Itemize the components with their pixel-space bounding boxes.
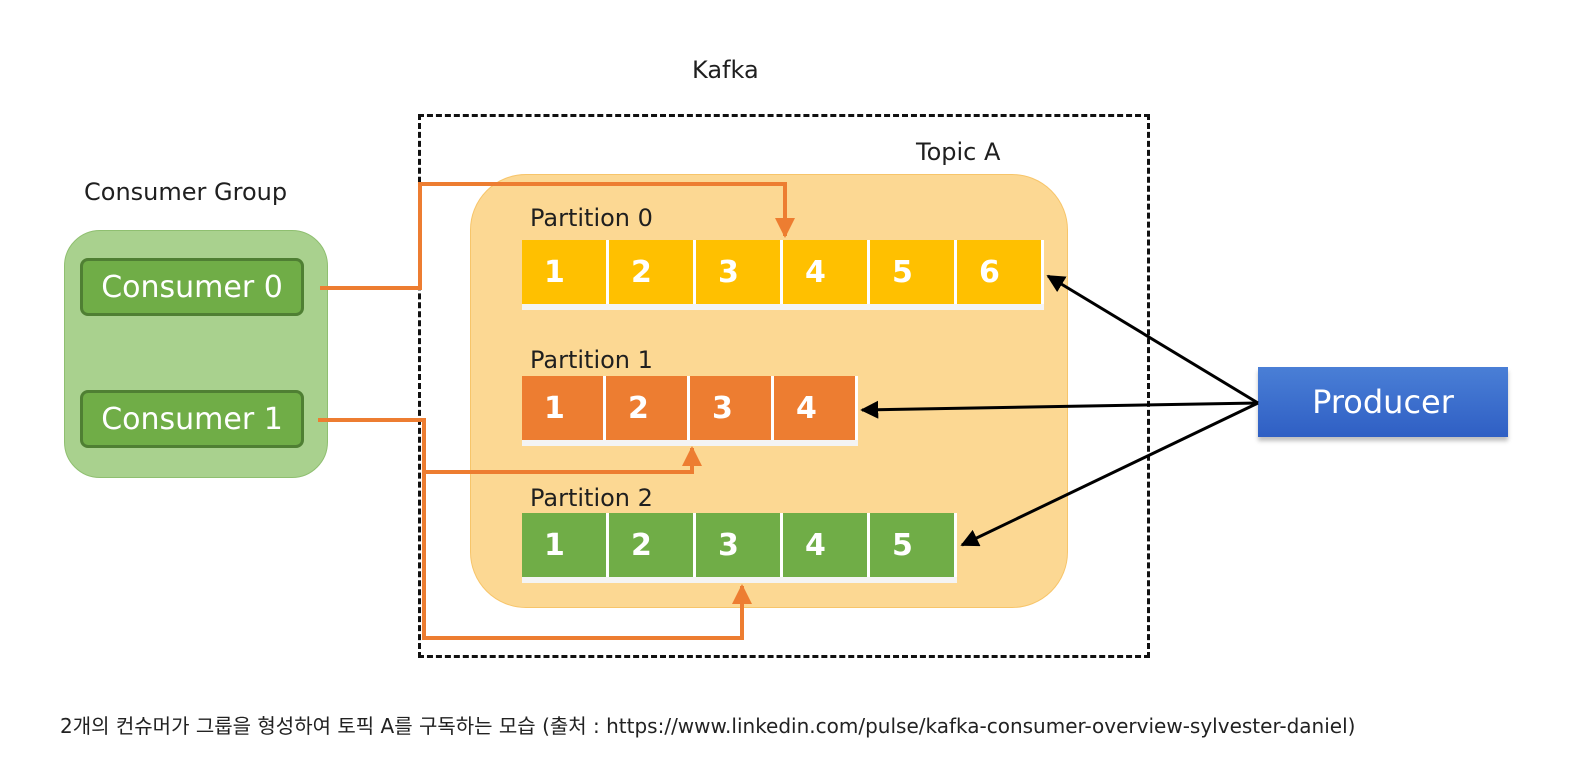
consumer-0-to-partition-0-arrow <box>320 182 795 290</box>
topic-title: Topic A <box>916 138 1001 166</box>
consumer-0: Consumer 0 <box>80 258 304 316</box>
partition-2-offset: 4 <box>783 513 870 577</box>
consumer-1: Consumer 1 <box>80 390 304 448</box>
partition-0-offset: 5 <box>870 240 957 304</box>
partition-1-log: 1 2 3 4 <box>522 376 858 440</box>
partition-0-offset: 2 <box>609 240 696 304</box>
partition-2-log: 1 2 3 4 5 <box>522 513 957 577</box>
partition-2-offset: 1 <box>522 513 609 577</box>
consumer-1-to-partition-2-arrow <box>422 472 752 640</box>
partition-2-offset: 2 <box>609 513 696 577</box>
producer-box: Producer <box>1258 367 1508 437</box>
consumer-1-to-partition-1-arrow <box>318 418 702 474</box>
partition-1-offset: 2 <box>606 376 690 440</box>
figure-caption: 2개의 컨슈머가 그룹을 형성하여 토픽 A를 구독하는 모습 (출처 : ht… <box>60 714 1356 738</box>
partition-0-label: Partition 0 <box>530 204 653 232</box>
partition-0-offset: 1 <box>522 240 609 304</box>
kafka-title: Kafka <box>692 56 759 84</box>
consumer-group-title: Consumer Group <box>84 178 288 206</box>
partition-1-offset: 3 <box>690 376 774 440</box>
producer-to-partition-0-arrow <box>1046 274 1259 405</box>
partition-2-offset: 5 <box>870 513 957 577</box>
producer-to-partition-1-arrow <box>860 400 1259 419</box>
partition-0-offset: 4 <box>783 240 870 304</box>
partition-0-offset: 6 <box>957 240 1044 304</box>
partition-1-offset: 1 <box>522 376 606 440</box>
partition-1-label: Partition 1 <box>530 346 653 374</box>
partition-2-offset: 3 <box>696 513 783 577</box>
partition-2-label: Partition 2 <box>530 484 653 512</box>
producer-to-partition-2-arrow <box>960 401 1259 547</box>
partition-0-log: 1 2 3 4 5 6 <box>522 240 1044 304</box>
partition-0-offset: 3 <box>696 240 783 304</box>
partition-1-offset: 4 <box>774 376 858 440</box>
kafka-cluster-boundary <box>418 114 1150 658</box>
